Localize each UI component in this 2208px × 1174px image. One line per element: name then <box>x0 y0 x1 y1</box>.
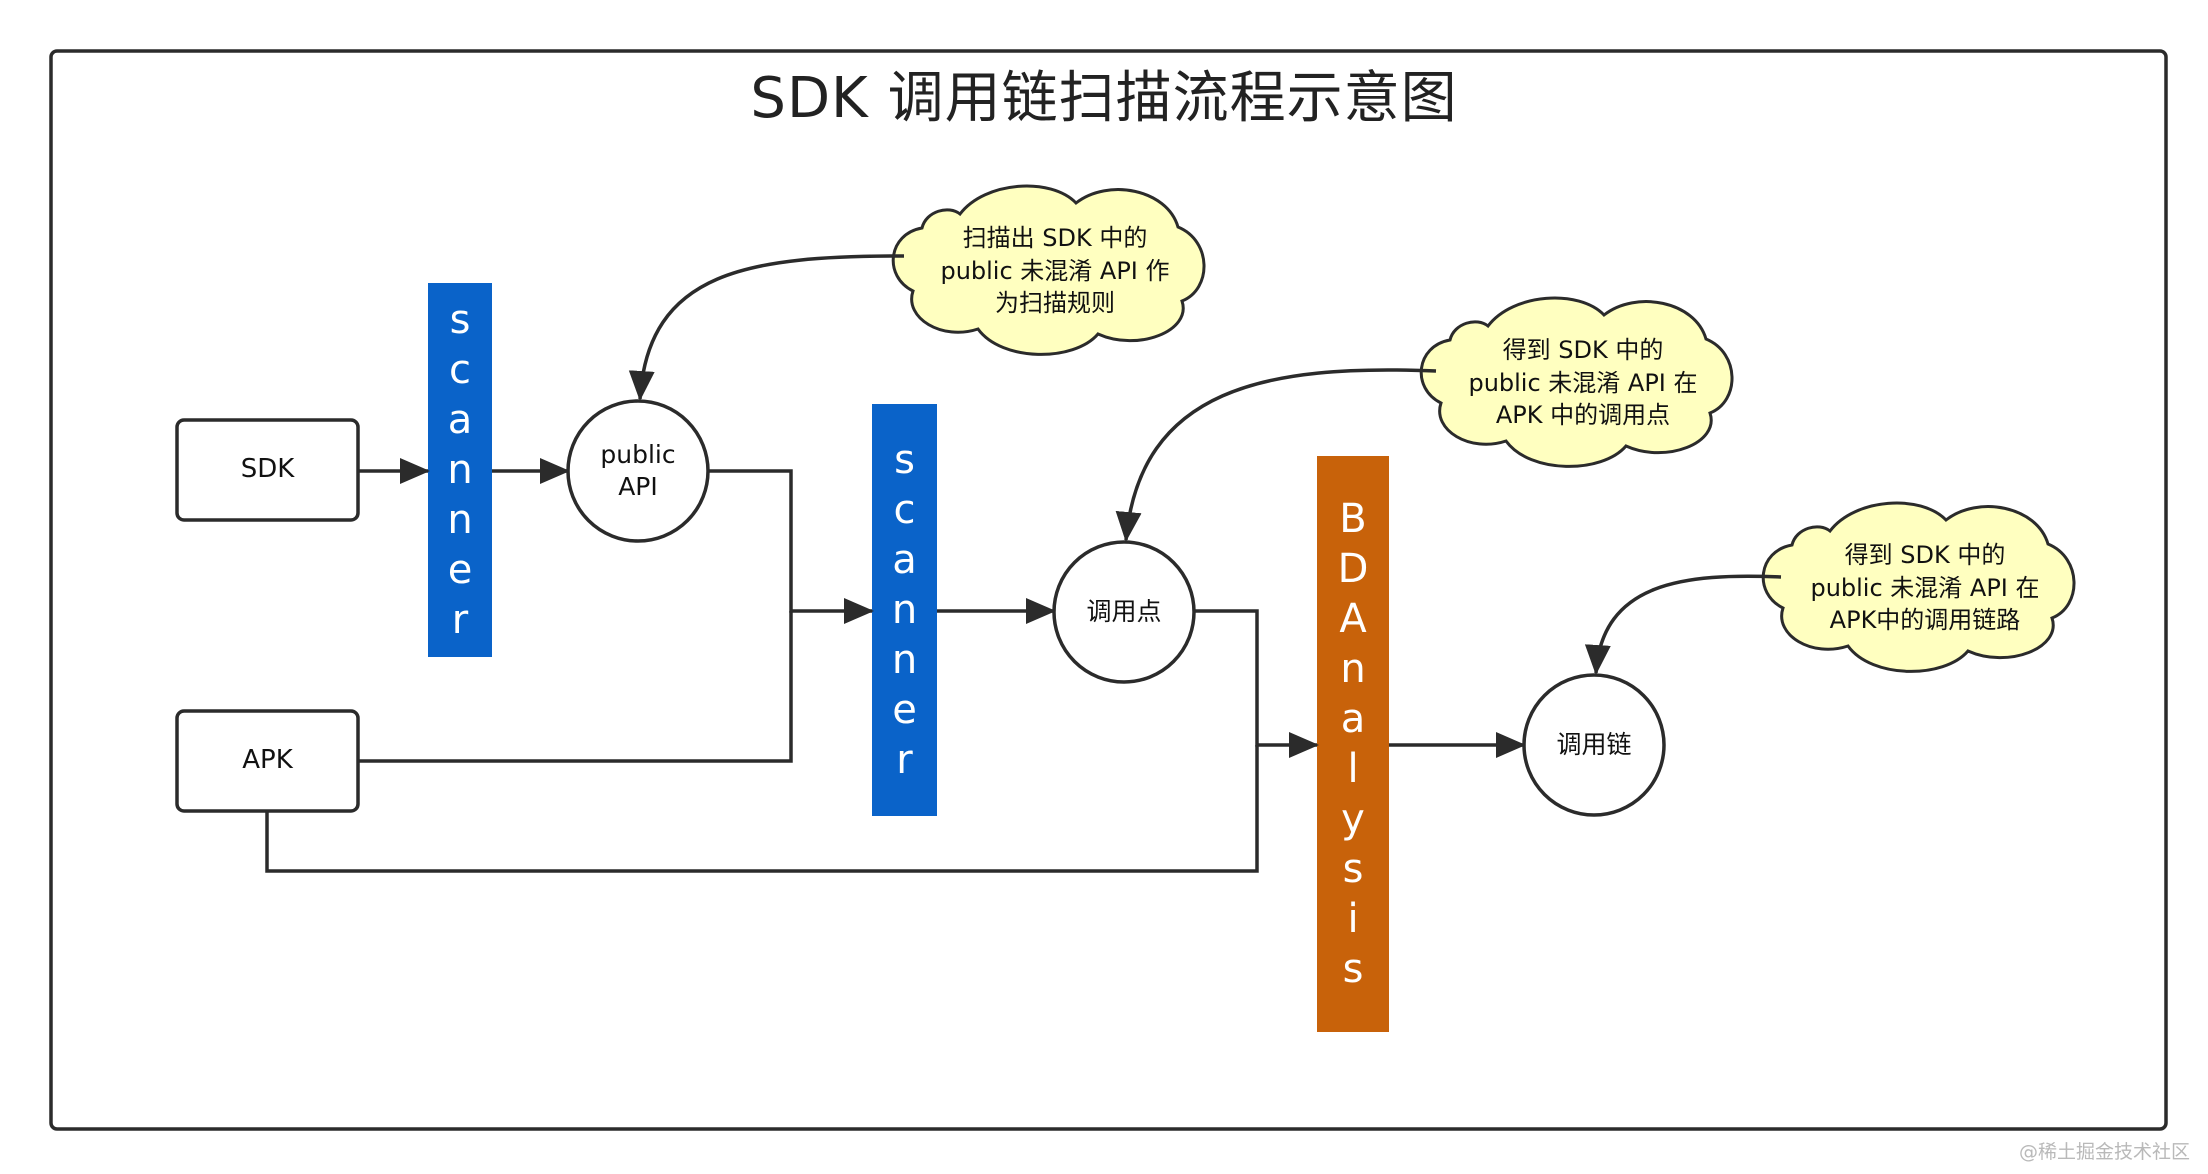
scanner-bar-2 <box>872 404 937 816</box>
bar-letter: y <box>1341 796 1365 842</box>
call-chain-label: 调用链 <box>1556 729 1632 759</box>
diagram-title: SDK 调用链扫描流程示意图 <box>750 66 1458 131</box>
bar-letter: r <box>896 737 913 783</box>
call-point-to-bdanalysis-connector <box>1194 609 1319 758</box>
bar-letter: A <box>1339 596 1367 642</box>
bar-letter: s <box>1342 946 1364 992</box>
bar-letter: s <box>1342 846 1364 892</box>
bar-letter: n <box>891 637 918 683</box>
scanner-bar-1 <box>428 283 492 657</box>
bar-letter: c <box>893 487 916 533</box>
bar-letter: n <box>891 587 918 633</box>
flow-connectors <box>265 458 1526 873</box>
call-point-cloud <box>1419 296 1734 468</box>
scan-rule-note: 扫描出 SDK 中的 public 未混淆 API 作 为扫描规则 <box>940 224 1170 318</box>
call-chain-note: 得到 SDK 中的 public 未混淆 API 在 APK中的调用链路 <box>1810 541 2040 635</box>
public-api-label: public API <box>600 439 676 502</box>
bar-letter: a <box>1340 696 1366 742</box>
bar-letter: c <box>449 347 471 393</box>
scan-rule-callout-arrow <box>628 254 905 401</box>
bar-letter: n <box>447 447 473 493</box>
call-point-callout-arrow <box>1115 368 1437 542</box>
call-chain-cloud <box>1761 501 2076 673</box>
sdk-box-label: SDK <box>240 454 295 485</box>
bar-letter: B <box>1339 496 1367 542</box>
bar-letter: i <box>1347 896 1359 942</box>
bar-letter: e <box>892 687 917 733</box>
bar-letter: n <box>447 497 473 543</box>
bar-letter: n <box>1340 646 1366 692</box>
bar-letter: a <box>447 397 473 443</box>
bar-letter: r <box>451 597 469 643</box>
apk-to-scanner-2-connector <box>358 611 793 763</box>
scan-rule-cloud <box>891 184 1206 356</box>
call-chain-callout-arrow <box>1584 574 1782 675</box>
watermark: @稀土掘金技术社区 <box>2018 1141 2190 1163</box>
callout-arrows <box>628 254 1782 675</box>
bar-letter: a <box>892 537 917 583</box>
bar-letter: l <box>1347 746 1359 792</box>
apk-to-bdanalysis-connector <box>265 745 1259 873</box>
apk-box-label: APK <box>242 745 293 776</box>
bar-letter: s <box>894 437 915 483</box>
bdanalysis-bar <box>1317 456 1389 1032</box>
call-point-note: 得到 SDK 中的 public 未混淆 API 在 APK 中的调用点 <box>1468 336 1698 430</box>
bar-letter: s <box>449 297 471 343</box>
bar-letter: D <box>1337 546 1369 592</box>
public-api-to-scanner-2-connector <box>708 469 874 624</box>
call-point-label: 调用点 <box>1086 596 1162 626</box>
bar-letter: e <box>447 547 473 593</box>
